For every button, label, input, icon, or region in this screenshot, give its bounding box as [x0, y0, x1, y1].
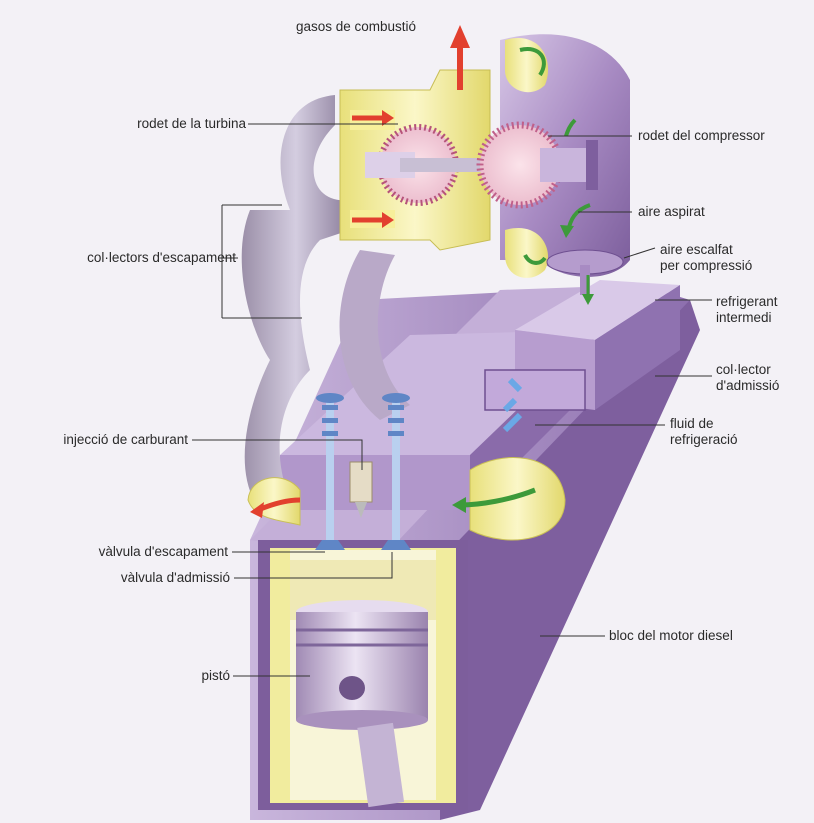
label-coolant-2: refrigeració: [670, 432, 738, 447]
label-exhaust-manifolds: col·lectors d'escapament: [87, 250, 236, 265]
exhaust-manifold-pipes: [241, 95, 410, 510]
valves: [315, 393, 411, 550]
label-intake-manifold-1: col·lector: [716, 362, 771, 377]
intake-runner: [452, 457, 566, 541]
label-intercooler-2: intermedi: [716, 310, 772, 325]
label-compressed-air-1: aire escalfat: [660, 242, 733, 257]
label-intercooler-1: refrigerant: [716, 294, 778, 309]
label-engine-block: bloc del motor diesel: [609, 628, 733, 643]
compressor-outlet-duct: [546, 249, 624, 305]
label-intake-air: aire aspirat: [638, 204, 705, 219]
label-exhaust-valve: vàlvula d'escapament: [98, 544, 228, 559]
label-piston: pistó: [201, 668, 230, 683]
intercooler: [484, 280, 680, 433]
exhaust-outlet-arrow: [450, 25, 470, 90]
piston-shape: [296, 600, 428, 808]
injector-shape: [349, 461, 373, 518]
label-intake-manifold-2: d'admissió: [716, 378, 780, 393]
leader-lines: [192, 123, 712, 677]
label-intake-valve: vàlvula d'admissió: [120, 570, 230, 585]
exhaust-port: [247, 477, 301, 526]
label-exhaust-gases: gasos de combustió: [296, 19, 417, 34]
label-compressor-wheel: rodet del compressor: [638, 128, 765, 143]
exhaust-valve-shape: [315, 393, 345, 550]
label-compressed-air-2: per compressió: [660, 258, 753, 273]
label-turbine-wheel: rodet de la turbina: [137, 116, 246, 131]
label-fuel-injection: injecció de carburant: [63, 432, 188, 447]
label-coolant-1: fluid de: [670, 416, 714, 431]
intake-valve-shape: [381, 393, 411, 550]
compressor-housing: [476, 34, 630, 278]
